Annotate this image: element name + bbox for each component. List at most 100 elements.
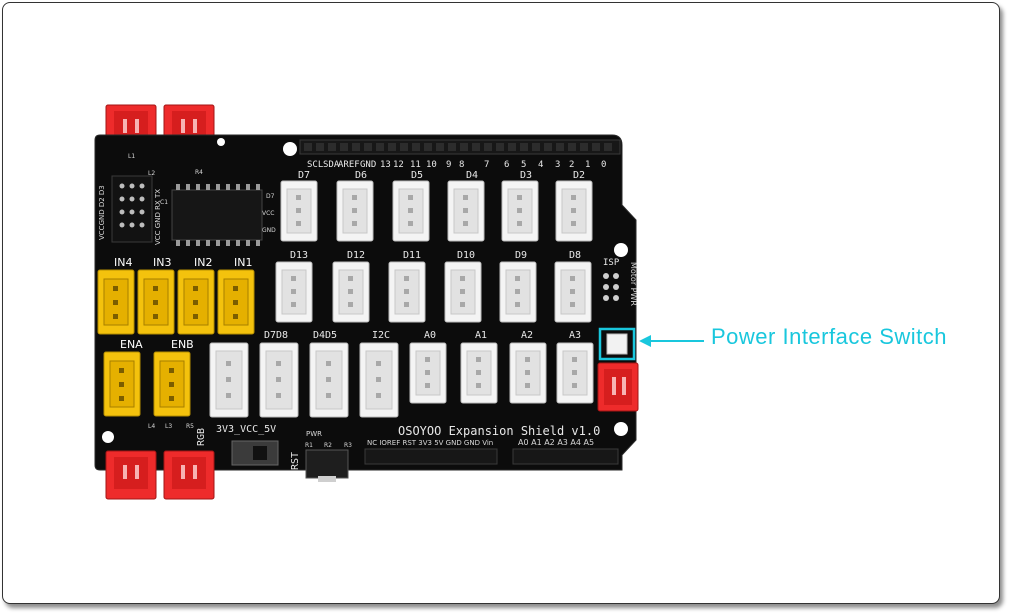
port-label: A0	[424, 330, 436, 341]
component-labels: L1 R4 C1 L2 R1 R2 R3 L4 R5 L3	[128, 153, 352, 449]
serial-label: VCC GND RX TX	[154, 189, 162, 245]
side-pin-label: VCC	[262, 210, 274, 217]
bottom-header-label: NC IOREF RST 3V3 5V GND GND Vin	[367, 439, 493, 447]
pin-label: 11	[410, 160, 421, 170]
component-label: R4	[195, 169, 203, 176]
callout-arrow	[639, 335, 704, 347]
side-pin-label: GND	[262, 227, 276, 234]
grove-connector	[460, 342, 498, 404]
driver-chip	[171, 184, 263, 246]
rgb-label: RGB	[196, 428, 207, 446]
port-label: D6	[355, 170, 367, 181]
top-header-labels: SCL SDA AREF GND 13 12 11 10 9 8 7 6 5 4…	[307, 160, 606, 170]
pin-label: AREF	[338, 160, 360, 170]
grove-connector	[447, 180, 485, 242]
component-label: L4	[148, 423, 155, 430]
port-label: A1	[475, 330, 487, 341]
yellow-label: IN3	[153, 256, 171, 269]
port-label: D9	[515, 250, 527, 261]
port-label: A2	[521, 330, 533, 341]
port-label: D7D8	[264, 330, 288, 341]
component-label: L1	[128, 153, 135, 160]
side-pin-label: D7	[266, 193, 275, 200]
voltage-select-switch: 3V3_VCC_5V RGB RST	[196, 424, 301, 470]
power-interface-switch	[598, 327, 636, 361]
mounting-hole	[217, 138, 225, 146]
yellow-connector	[97, 269, 135, 335]
pin-label: 10	[426, 160, 437, 170]
mounting-hole	[614, 422, 628, 436]
pin-label: 9	[446, 160, 451, 170]
yellow-connector	[217, 269, 255, 335]
reset-button: PWR	[305, 430, 349, 482]
port-label: I2C	[372, 330, 390, 341]
grove-connector	[392, 180, 430, 242]
red-motor-connector	[163, 450, 215, 500]
pin-label: 6	[504, 160, 509, 170]
port-label: D7	[298, 170, 310, 181]
pin-label: 13	[380, 160, 391, 170]
grove-connector	[556, 342, 594, 404]
pin-label: GND	[360, 160, 376, 170]
component-label: R2	[324, 442, 332, 449]
pin-label: 3	[555, 160, 560, 170]
grove-connector	[554, 261, 592, 323]
component-label: C1	[160, 199, 168, 206]
isp-header: ISP Motor PWR	[603, 258, 638, 306]
grove-connector	[209, 342, 249, 418]
port-label: D11	[403, 250, 421, 261]
yellow-input-connectors: IN4 IN3 IN2 IN1	[97, 256, 255, 335]
port-label: D3	[520, 170, 532, 181]
grove-connector	[509, 342, 547, 404]
bottom-header-label: A0 A1 A2 A3 A4 A5	[518, 438, 594, 447]
yellow-label: IN1	[234, 256, 252, 269]
mounting-hole	[283, 142, 297, 156]
pin-label: 5	[521, 160, 526, 170]
port-label: A3	[569, 330, 581, 341]
grove-connector	[444, 261, 482, 323]
grove-connector	[309, 342, 349, 418]
pin-label: 7	[484, 160, 489, 170]
left-pins-label: VCCGND D2 D3	[98, 185, 106, 240]
pin-label: 4	[538, 160, 543, 170]
grove-connector	[275, 261, 313, 323]
red-power-connector	[597, 362, 639, 412]
grove-connector	[359, 342, 399, 418]
yellow-connector	[153, 351, 191, 417]
pwr-label: PWR	[306, 430, 322, 438]
yellow-label: IN4	[114, 256, 132, 269]
yellow-enable-connectors: ENA ENB	[103, 338, 194, 417]
row1-connectors: D7 D6 D5 D4 D3 D2	[280, 170, 593, 242]
yellow-label: IN2	[194, 256, 212, 269]
port-label: D8	[569, 250, 581, 261]
rst-label: RST	[290, 452, 301, 470]
board-title: OSOYOO Expansion Shield v1.0	[398, 424, 600, 438]
grove-connector	[501, 180, 539, 242]
isp-label: ISP	[603, 258, 620, 268]
grove-connector	[336, 180, 374, 242]
port-label: D4D5	[313, 330, 337, 341]
grove-connector	[555, 180, 593, 242]
row2-connectors: D13 D12 D11 D10 D9 D8	[275, 250, 592, 323]
power-interface-switch-label: Power Interface Switch	[711, 324, 947, 349]
pin-label: 8	[459, 160, 464, 170]
grove-connector	[388, 261, 426, 323]
grove-connector	[280, 180, 318, 242]
grove-connector	[499, 261, 537, 323]
pin-label: SDA	[323, 160, 340, 170]
pin-label: 1	[585, 160, 590, 170]
component-label: R5	[186, 423, 194, 430]
port-label: D2	[573, 170, 585, 181]
yellow-connector	[177, 269, 215, 335]
component-label: R1	[305, 442, 313, 449]
component-label: R3	[344, 442, 352, 449]
yellow-label: ENB	[171, 338, 194, 351]
yellow-connector	[137, 269, 175, 335]
grove-connector	[332, 261, 370, 323]
component-label: L2	[148, 170, 155, 177]
switch-label: 3V3_VCC_5V	[216, 424, 276, 435]
pin-label: SCL	[307, 160, 323, 170]
pin-label: 0	[601, 160, 606, 170]
mounting-hole	[614, 243, 628, 257]
